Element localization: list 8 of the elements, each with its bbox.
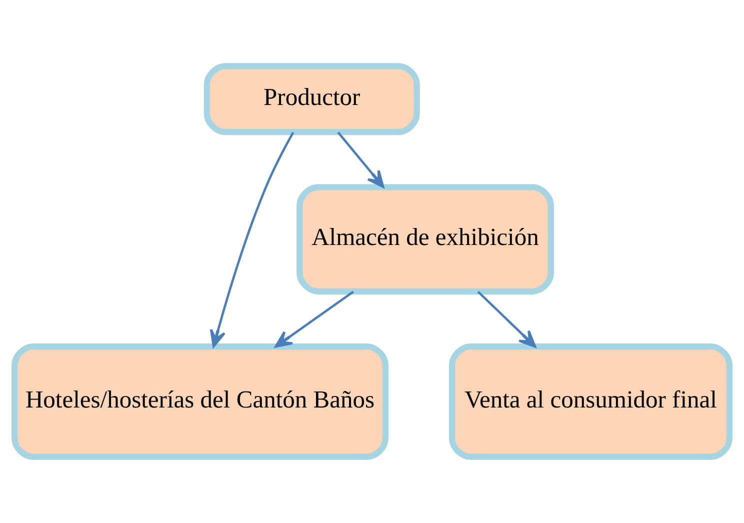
arrow [337, 132, 384, 188]
node-box: Almacén de exhibición [296, 184, 554, 294]
arrow [274, 290, 354, 348]
arrow [210, 132, 294, 348]
node-box: Hoteles/hosterías del Cantón Baños [12, 343, 388, 460]
node-box: Venta al consumidor final [449, 343, 732, 460]
arrow [477, 290, 536, 348]
node-box: Productor [204, 63, 420, 136]
